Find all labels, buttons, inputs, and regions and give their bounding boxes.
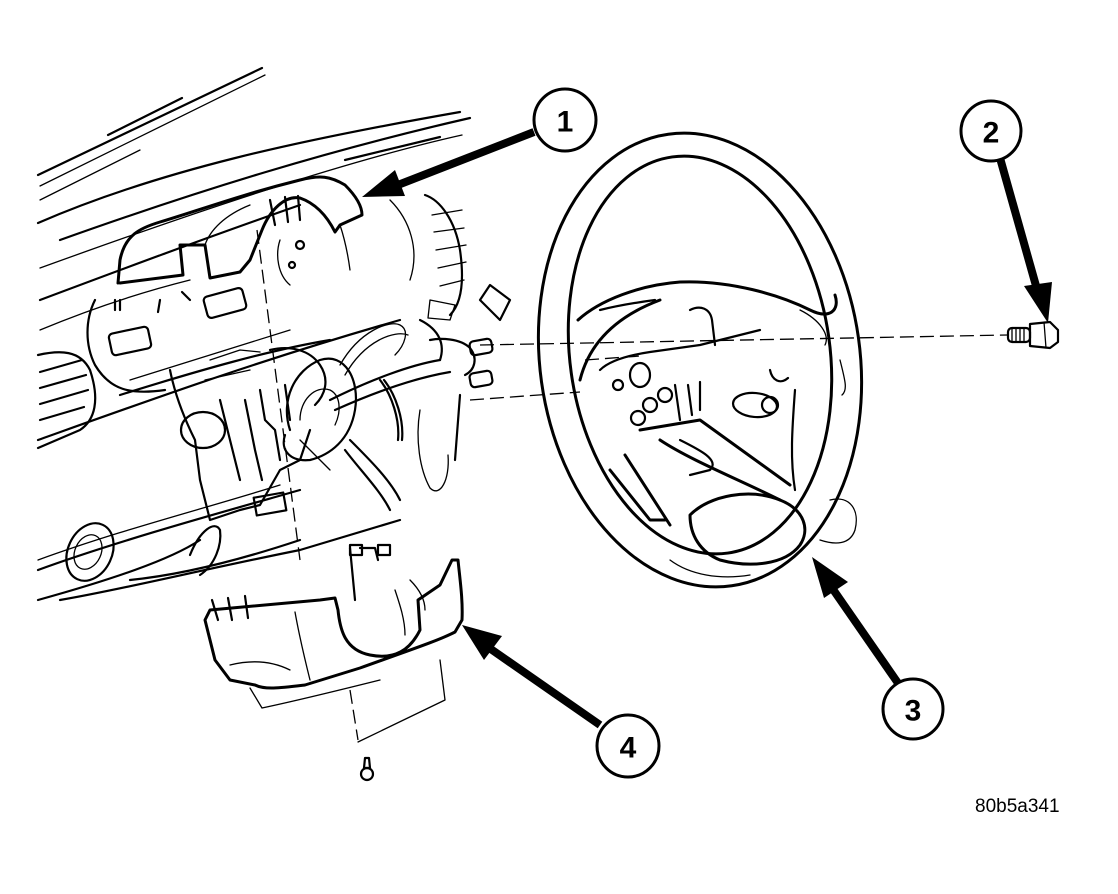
callout-3: 3	[812, 557, 945, 741]
steering-wheel	[536, 131, 864, 589]
callout-number: 2	[983, 117, 1000, 150]
upper-shroud	[116, 175, 415, 286]
callout-2: 2	[959, 99, 1052, 323]
alignment-lines	[256, 229, 1009, 741]
retaining-bolt	[1006, 320, 1060, 350]
callout-number: 4	[620, 732, 637, 765]
steering-column	[168, 347, 331, 522]
callout-number: 3	[905, 695, 922, 728]
lower-shroud	[203, 543, 464, 743]
instrument-panel	[36, 66, 512, 602]
wiring-harness	[282, 299, 494, 512]
callout-number: 1	[557, 106, 574, 139]
callout-4: 4	[462, 625, 661, 779]
shroud-screw	[359, 756, 375, 782]
figure-id-label: 80b5a341	[975, 796, 1060, 817]
callout-1: 1	[362, 87, 598, 197]
